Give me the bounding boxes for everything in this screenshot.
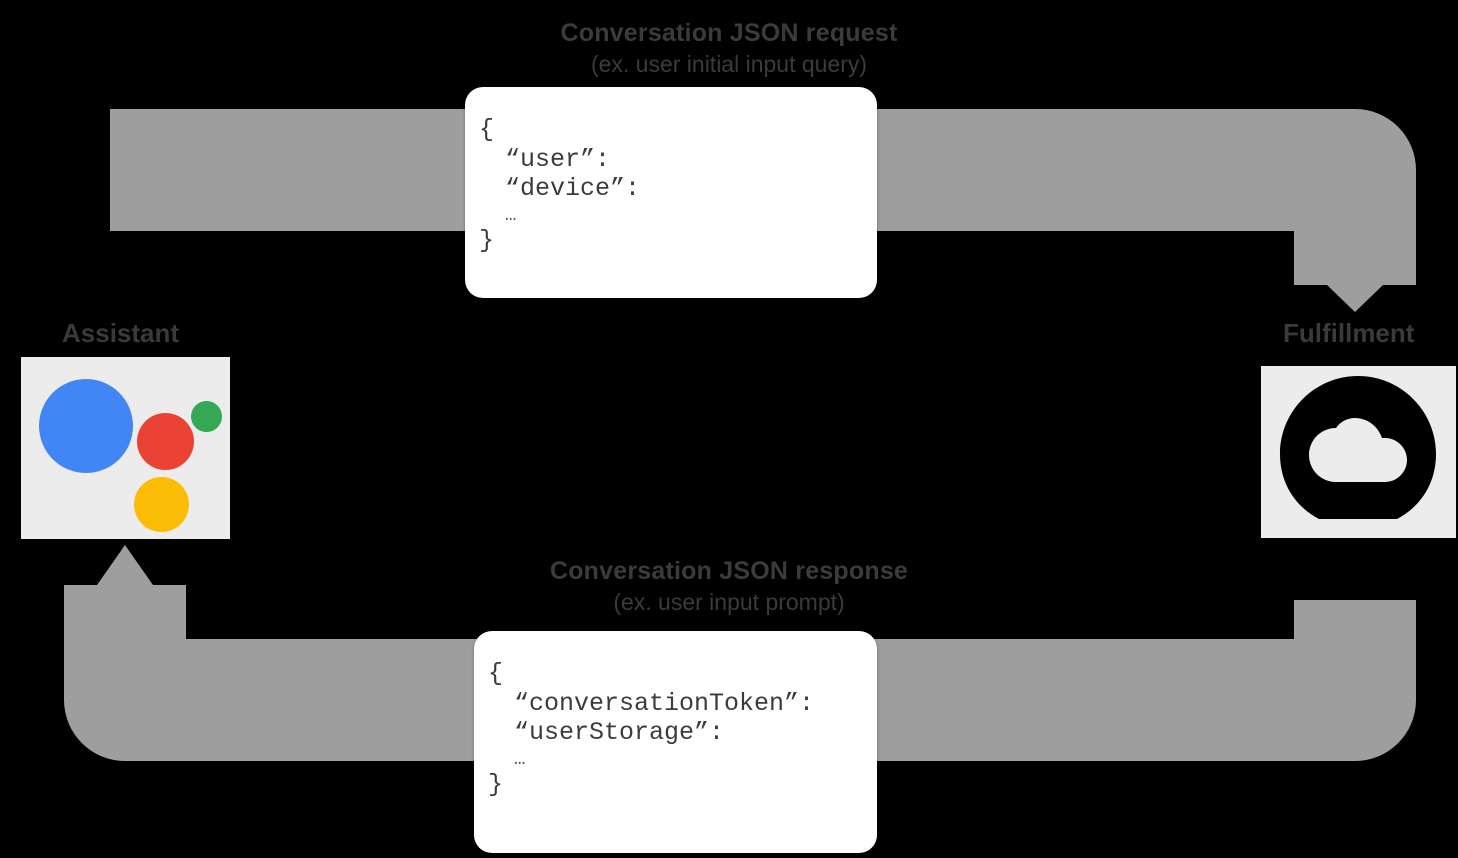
json-line: “userStorage”: — [514, 718, 725, 747]
fulfillment-node-tile — [1261, 366, 1456, 538]
json-line: “user”: — [505, 144, 611, 174]
response-flow-title: Conversation JSON response — [549, 557, 909, 585]
google-assistant-icon-dot-green — [191, 401, 222, 432]
request-flow-title: Conversation JSON request — [560, 19, 898, 47]
assistant-node-label: Assistant — [62, 318, 180, 348]
json-line: … — [505, 203, 518, 226]
conversation-response-json-card: { “conversationToken”: “userStorage”: … … — [474, 631, 877, 853]
json-line: “conversationToken”: — [514, 688, 815, 718]
response-flow-subtitle: (ex. user input prompt) — [613, 589, 845, 615]
google-assistant-icon-dot-blue — [39, 379, 133, 473]
response-flow-label: Conversation JSON response (ex. user inp… — [329, 556, 1129, 617]
fulfillment-node-label: Fulfillment — [1283, 318, 1415, 348]
json-line: { — [479, 115, 495, 144]
json-line: } — [479, 225, 495, 255]
conversation-request-json-card: { “user”: “device”: … } — [465, 87, 877, 298]
json-line: “device”: — [505, 174, 641, 203]
google-assistant-icon-dot-red — [137, 413, 194, 470]
json-line: { — [488, 659, 504, 688]
google-assistant-icon-dot-yellow — [134, 477, 189, 532]
request-flow-label: Conversation JSON request (ex. user init… — [329, 18, 1129, 79]
assistant-node-tile — [21, 357, 230, 539]
request-flow-subtitle: (ex. user initial input query) — [590, 51, 868, 77]
cloud-function-icon — [1280, 376, 1436, 519]
json-line: } — [488, 769, 504, 799]
json-line: … — [514, 747, 527, 770]
